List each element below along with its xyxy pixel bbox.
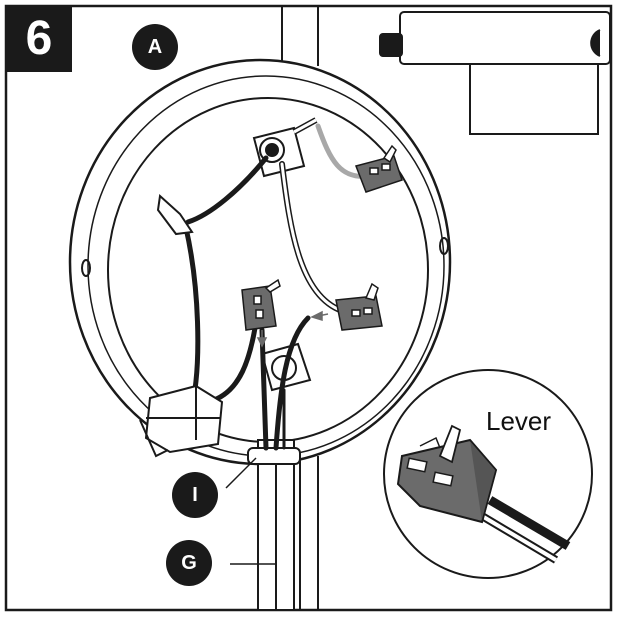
inset-wire-black: [487, 496, 571, 550]
mount-bracket: [379, 11, 611, 135]
callout-a: A: [132, 24, 178, 70]
lever-label: Lever: [486, 406, 552, 436]
cord-wire-a: [259, 327, 269, 451]
black-wire-mid: [211, 319, 259, 403]
callout-g: G: [166, 540, 212, 586]
terminal-block: [139, 384, 224, 458]
mounting-hole-left: [81, 259, 91, 277]
lamp-housing-ring: [68, 58, 452, 466]
lever-connector-mid: [335, 282, 383, 331]
mounting-hole-right: [439, 237, 449, 255]
black-wire-left: [183, 225, 201, 399]
cord-wire-b: [273, 315, 311, 451]
lever-connector-left: [241, 278, 281, 331]
insert-arrows: [256, 310, 329, 348]
lever-connector-top: [354, 144, 403, 193]
connector-detail-inset: [383, 369, 593, 579]
step-number-badge: 6: [6, 6, 72, 72]
inset-lever: [438, 424, 462, 464]
black-wire-upper: [185, 155, 269, 225]
cord-tube: [247, 439, 301, 611]
figure-frame: [4, 4, 613, 612]
leader-lines: [225, 457, 276, 565]
callout-i: I: [172, 472, 218, 518]
wire-cap: [156, 194, 194, 236]
